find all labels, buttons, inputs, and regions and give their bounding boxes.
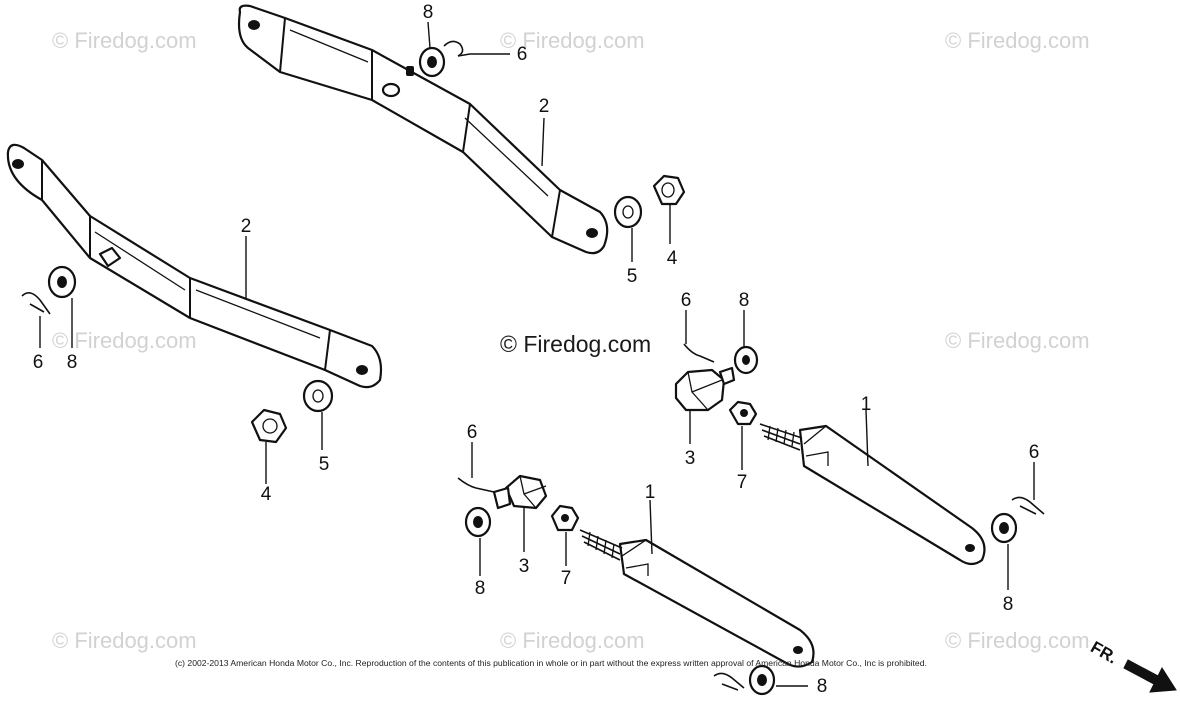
- top-pin-hardware: [418, 40, 471, 78]
- callout-1-right: 1: [861, 394, 872, 415]
- bottom-pin-hardware: [713, 664, 776, 696]
- callout-5-upper: 5: [627, 266, 638, 287]
- callout-7-mid: 7: [737, 472, 748, 493]
- callout-6-top: 6: [517, 44, 528, 65]
- watermark-mid-right: © Firedog.com: [945, 328, 1090, 353]
- right-rod: [759, 423, 986, 566]
- callout-numbers: 8 6 2 2 5 4 6 8 4 5 6 8 3 7 1 6 8 6 3 7 …: [33, 2, 1040, 697]
- callout-6-low: 6: [467, 422, 478, 443]
- callout-6-left: 6: [33, 352, 44, 373]
- watermark-mid-left: © Firedog.com: [52, 328, 197, 353]
- callout-8-left: 8: [67, 352, 78, 373]
- callout-8-bottom: 8: [817, 676, 828, 697]
- callout-1-low: 1: [645, 482, 656, 503]
- callout-8-low: 8: [475, 578, 486, 599]
- leader-lines: [39, 21, 1035, 687]
- watermark-center: © Firedog.com: [500, 331, 651, 357]
- watermark-bottom-right: © Firedog.com: [945, 628, 1090, 653]
- lower-left-hardware: [250, 379, 334, 444]
- watermark-top-center: © Firedog.com: [500, 28, 645, 53]
- right-pin-hardware: [990, 496, 1045, 544]
- lower-link-arm: [6, 143, 383, 389]
- callout-4-lower: 4: [261, 484, 272, 505]
- watermark-bottom-left: © Firedog.com: [52, 628, 197, 653]
- watermark-top-right: © Firedog.com: [945, 28, 1090, 53]
- callout-6-right: 6: [1029, 442, 1040, 463]
- callout-2-lower: 2: [241, 216, 252, 237]
- front-direction-indicator: FR.: [1087, 637, 1177, 693]
- lower-joint-hardware: [457, 474, 580, 538]
- callout-5-lower: 5: [319, 454, 330, 475]
- middle-joint-hardware: [674, 343, 759, 426]
- watermarks: © Firedog.com © Firedog.com © Firedog.co…: [52, 28, 1090, 653]
- callout-3-mid: 3: [685, 448, 696, 469]
- callout-2-upper: 2: [539, 96, 550, 117]
- callout-7-low: 7: [561, 568, 572, 589]
- upper-link-arm: [237, 4, 609, 255]
- callout-3-low: 3: [519, 556, 530, 577]
- watermark-top-left: © Firedog.com: [52, 28, 197, 53]
- callout-8-top: 8: [423, 2, 434, 23]
- callout-4-upper: 4: [667, 248, 678, 269]
- lower-rod: [579, 529, 815, 668]
- callout-6-mid: 6: [681, 290, 692, 311]
- copyright-notice: (c) 2002-2013 American Honda Motor Co., …: [175, 658, 927, 668]
- front-arrow-icon: [1123, 659, 1177, 693]
- left-pin-hardware: [21, 265, 77, 315]
- watermark-bottom-center: © Firedog.com: [500, 628, 645, 653]
- upper-right-hardware: [613, 174, 686, 229]
- callout-8-right: 8: [1003, 594, 1014, 615]
- front-label: FR.: [1087, 637, 1120, 667]
- callout-8-mid: 8: [739, 290, 750, 311]
